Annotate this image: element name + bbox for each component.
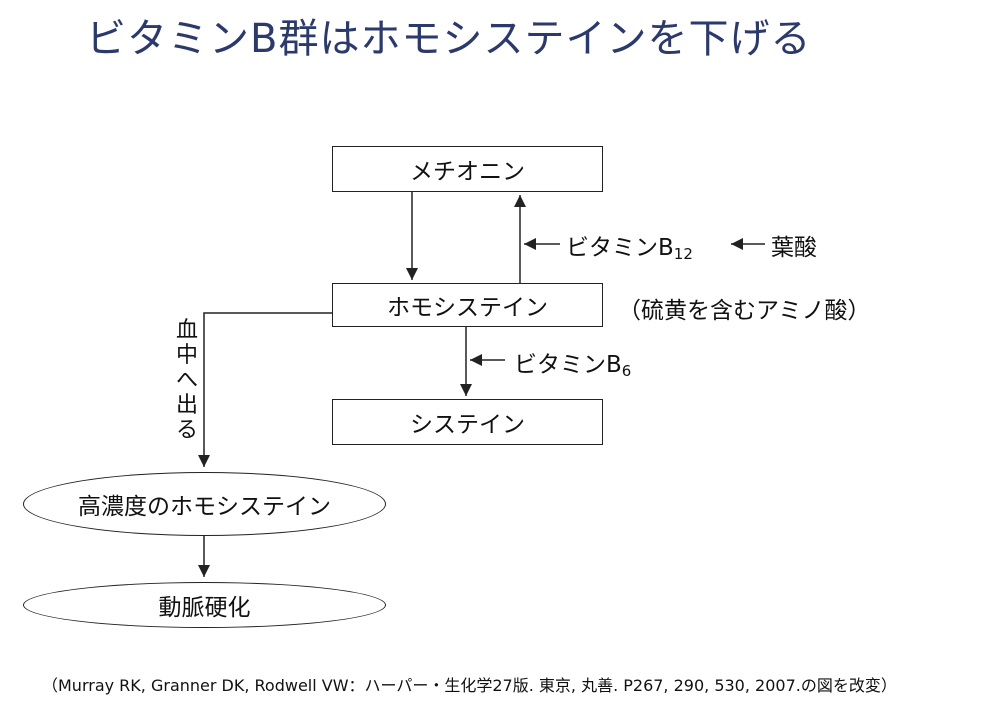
node-methionine-label: メチオニン xyxy=(410,159,525,185)
label-vitamin-b6-prefix: ビタミンB xyxy=(514,352,622,378)
node-cysteine-label: システイン xyxy=(410,412,525,438)
node-homocysteine: ホモシステイン xyxy=(332,283,603,327)
node-atherosclerosis: 動脈硬化 xyxy=(23,582,386,628)
label-homocysteine-note-text: （硫黄を含むアミノ酸） xyxy=(618,298,871,324)
label-vitamin-b12-sub: 12 xyxy=(673,245,693,263)
arrow-to-blood xyxy=(198,312,332,467)
node-high-homocysteine: 高濃度のホモシステイン xyxy=(23,472,386,536)
label-folate: 葉酸 xyxy=(771,228,817,262)
label-folate-text: 葉酸 xyxy=(771,235,817,261)
label-vitamin-b12: ビタミンB12 xyxy=(566,228,693,263)
label-to-blood-char: 中 xyxy=(175,343,198,368)
page-title: ビタミンB群はホモシステインを下げる xyxy=(86,16,812,62)
node-homocysteine-label: ホモシステイン xyxy=(387,295,548,321)
label-to-blood-char: る xyxy=(175,418,198,443)
label-to-blood-char: 血 xyxy=(175,318,198,343)
label-vitamin-b6: ビタミンB6 xyxy=(514,345,632,380)
node-cysteine: システイン xyxy=(332,399,603,445)
label-vitamin-b12-prefix: ビタミンB xyxy=(566,235,674,261)
node-atherosclerosis-label: 動脈硬化 xyxy=(158,595,251,621)
label-to-blood-char: 出 xyxy=(175,393,198,418)
citation: （Murray RK, Granner DK, Rodwell VW：ハーパー・… xyxy=(42,676,897,695)
label-to-blood-char: へ xyxy=(175,368,198,393)
label-homocysteine-note: （硫黄を含むアミノ酸） xyxy=(618,291,871,325)
label-vitamin-b6-sub: 6 xyxy=(621,362,632,380)
node-methionine: メチオニン xyxy=(332,146,603,192)
label-to-blood: 血 中 へ 出 る xyxy=(173,318,201,443)
node-high-homocysteine-label: 高濃度のホモシステイン xyxy=(78,494,331,520)
